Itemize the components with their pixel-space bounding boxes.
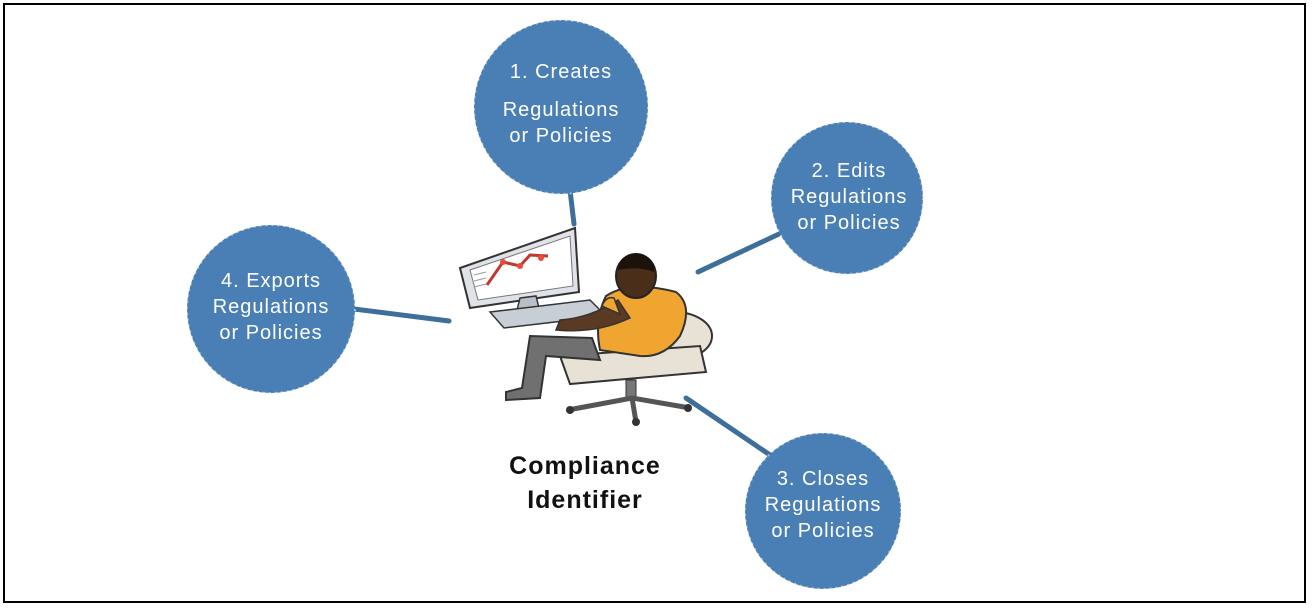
connector-node-4	[351, 306, 452, 324]
node-circle-4	[187, 225, 355, 393]
node-1-step: 1. Creates	[509, 61, 613, 83]
node-4-line3: or Policies	[219, 322, 323, 344]
node-circle-2	[771, 122, 923, 274]
node-4-line2: Regulations	[212, 296, 330, 318]
node-1-line2: Regulations	[502, 99, 620, 121]
node-3-line3: or Policies	[771, 520, 875, 542]
center-title-line2: Identifier	[527, 486, 643, 514]
node-3-line2: Regulations	[764, 494, 882, 516]
node-1-label: 1. Creates Regulations or Policies	[481, 59, 641, 149]
node-4-step: 4. Exports	[220, 270, 322, 292]
node-1-line3: or Policies	[509, 125, 613, 147]
connector-node-2	[695, 231, 782, 275]
node-3-step: 3. Closes	[776, 468, 870, 490]
person-at-computer-icon	[458, 226, 713, 426]
node-circle-3	[745, 433, 901, 589]
connector-node-1	[567, 187, 577, 227]
center-title: Compliance Identifier	[470, 449, 700, 517]
connector-node-3	[683, 395, 773, 458]
center-title-line1: Compliance	[509, 452, 661, 480]
node-circles	[187, 20, 923, 589]
node-circle-1	[474, 20, 648, 194]
connectors	[351, 187, 782, 458]
node-2-line2: Regulations	[790, 186, 908, 208]
node-2-label: 2. Edits Regulations or Policies	[774, 158, 924, 236]
node-2-step: 2. Edits	[811, 160, 887, 182]
node-3-label: 3. Closes Regulations or Policies	[748, 466, 898, 544]
node-4-label: 4. Exports Regulations or Policies	[193, 268, 349, 346]
node-2-line3: or Policies	[797, 212, 901, 234]
